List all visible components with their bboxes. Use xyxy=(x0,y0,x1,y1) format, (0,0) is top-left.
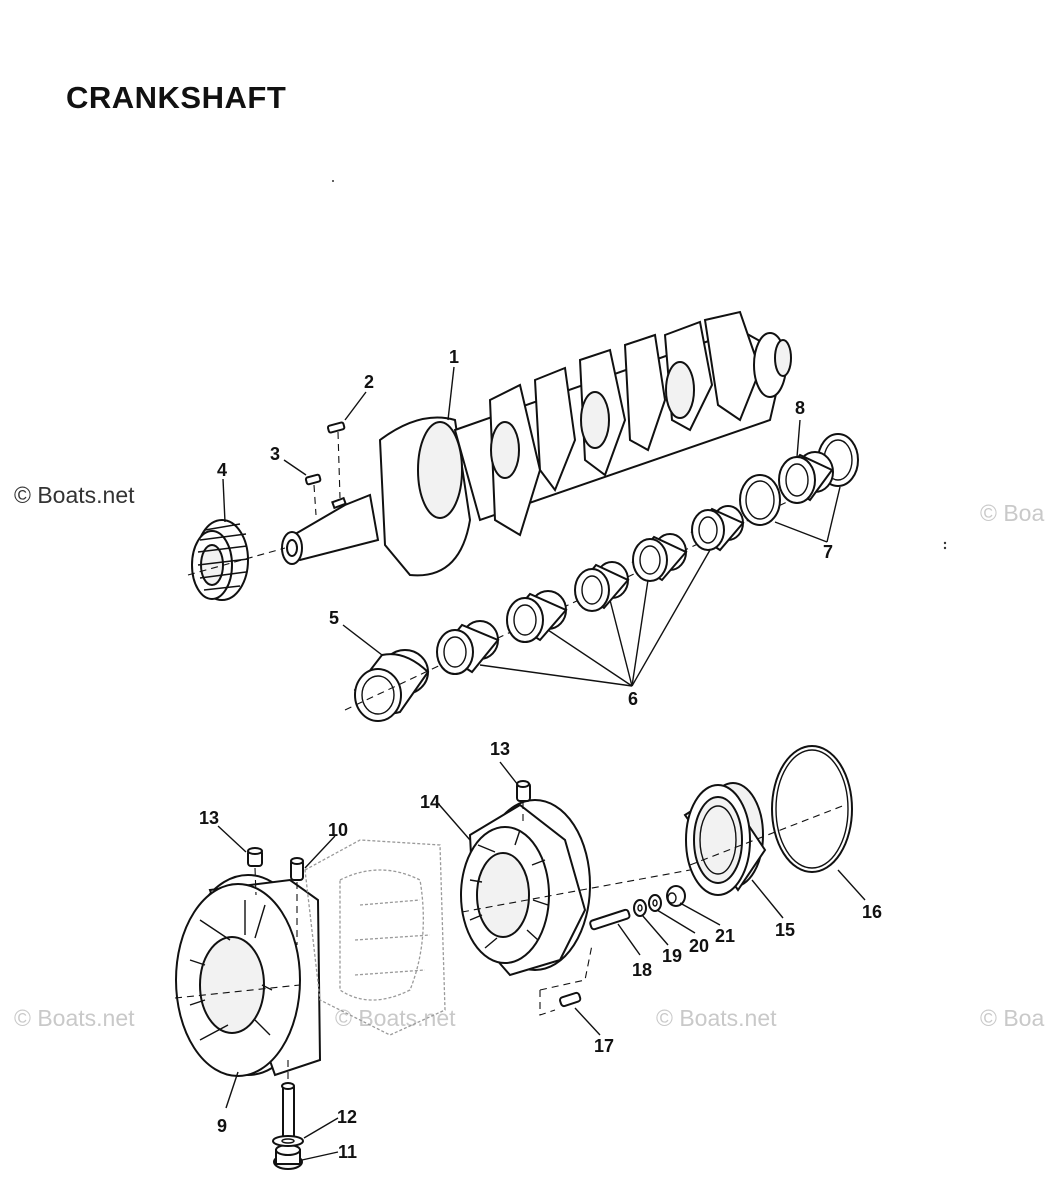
callout-6: 6 xyxy=(628,689,638,709)
speck xyxy=(332,180,334,182)
callout-14: 14 xyxy=(420,792,440,812)
seal-15 xyxy=(683,782,767,896)
watermark-left: © Boats.net xyxy=(14,482,135,508)
callout-7: 7 xyxy=(823,542,833,562)
gear-4 xyxy=(187,519,286,601)
callout-16: 16 xyxy=(862,902,882,922)
callout-13-left: 13 xyxy=(199,808,219,828)
nut-21 xyxy=(666,885,686,907)
washer-12 xyxy=(272,1135,304,1147)
key-2 xyxy=(326,421,346,499)
page-title: CRANKSHAFT xyxy=(66,80,287,115)
callout-15: 15 xyxy=(775,920,795,940)
speck xyxy=(943,541,947,545)
callout-20: 20 xyxy=(689,936,709,956)
callout-12: 12 xyxy=(337,1107,357,1127)
o-ring-16 xyxy=(689,745,853,873)
callout-17: 17 xyxy=(594,1036,614,1056)
watermark-right: © Boa xyxy=(980,500,1045,526)
callout-18: 18 xyxy=(632,960,652,980)
retainer-14 xyxy=(460,799,691,977)
callout-9: 9 xyxy=(217,1116,227,1136)
watermark-bottom-right: © Boats.net xyxy=(656,1005,777,1031)
callout-19: 19 xyxy=(662,946,682,966)
speck xyxy=(943,546,947,550)
bolt-11 xyxy=(273,1060,303,1170)
engine-block-outline xyxy=(304,839,446,1036)
dowel-13-left xyxy=(247,847,263,896)
watermark-bottom-far-right: © Boa xyxy=(980,1005,1045,1031)
pin-17 xyxy=(539,944,593,1016)
callout-3: 3 xyxy=(270,444,280,464)
crankshaft xyxy=(281,310,792,577)
bearing-8 xyxy=(778,451,834,504)
callout-8: 8 xyxy=(795,398,805,418)
callout-1: 1 xyxy=(449,347,459,367)
callout-21: 21 xyxy=(715,926,735,946)
dowel-10 xyxy=(290,857,304,945)
callout-10: 10 xyxy=(328,820,348,840)
callout-2: 2 xyxy=(364,372,374,392)
washer-20 xyxy=(648,894,662,912)
leader-lines xyxy=(217,366,866,1161)
callout-13-upper: 13 xyxy=(490,739,510,759)
washer-19 xyxy=(633,899,647,917)
watermark-bottom-left: © Boats.net xyxy=(14,1005,135,1031)
shaft-18 xyxy=(589,908,631,931)
callout-11: 11 xyxy=(338,1142,357,1162)
key-3 xyxy=(304,473,322,516)
callout-4: 4 xyxy=(217,460,227,480)
bearings-6 xyxy=(436,505,745,675)
callout-labels: 1 2 3 4 5 6 7 8 9 10 11 12 13 13 14 15 1… xyxy=(199,347,882,1162)
housing-9 xyxy=(174,874,322,1077)
callout-5: 5 xyxy=(329,608,339,628)
